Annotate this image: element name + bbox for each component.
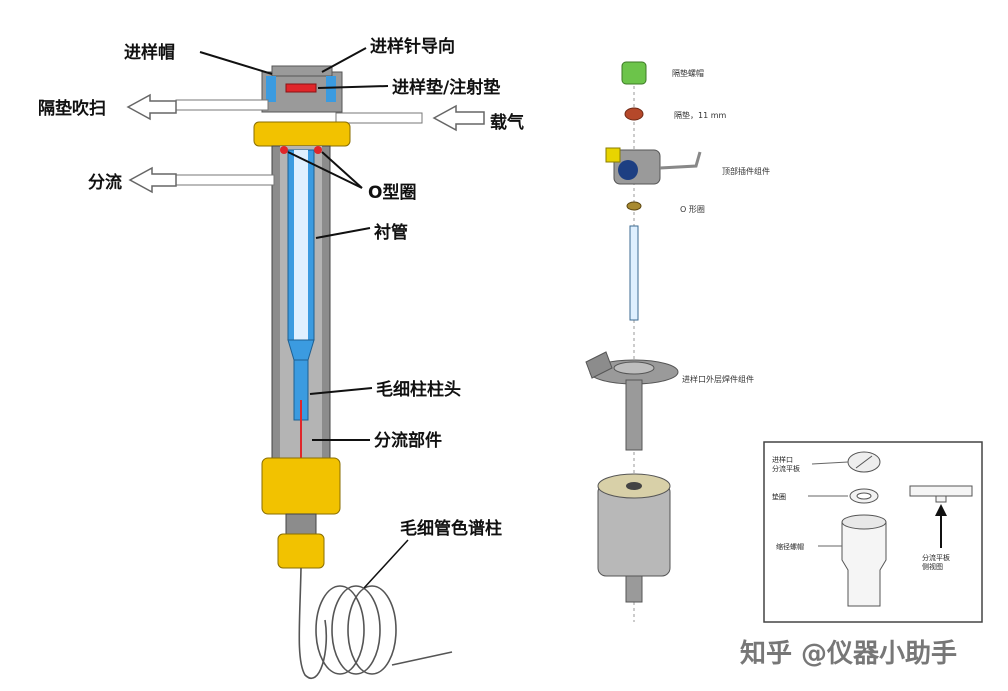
label-needle-guide: 进样针导向: [370, 36, 455, 57]
o-ring-left: [280, 146, 288, 154]
label-capillary-column: 毛细管色谱柱: [400, 518, 502, 539]
leader-column: [363, 539, 409, 589]
label-septum-11mm: 隔垫，11 mm: [674, 110, 727, 120]
weldment-stem: [625, 379, 643, 451]
leader-split-plate: [811, 461, 849, 465]
split-pipe: [175, 174, 275, 186]
label-septum-nut: 隔垫螺帽: [672, 68, 704, 78]
label-o-ring-part: O 形圈: [680, 205, 705, 214]
split-plate-side: [909, 485, 973, 497]
arrow-up-icon: [935, 504, 947, 516]
cap-blue-left: [266, 76, 276, 102]
label-weldment: 进样口外层焊件组件: [682, 374, 754, 384]
label-split: 分流: [88, 172, 122, 193]
leader-cap: [199, 51, 273, 75]
label-washer: 垫圈: [772, 492, 786, 501]
septum-nut-part: [621, 61, 647, 85]
label-split-plate-side: 分流平板侧视图: [922, 553, 950, 571]
reducing-nut-part: [841, 521, 887, 607]
label-inlet-split-plate: 进样口分流平板: [772, 455, 800, 473]
liner-inner: [294, 150, 308, 340]
leader-guide: [321, 47, 367, 73]
label-split-part: 分流部件: [374, 430, 442, 451]
label-line: 进样口: [772, 455, 793, 464]
yellow-nut-middle: [261, 457, 341, 515]
coil-2: [331, 585, 381, 675]
split-plate-side-stub: [935, 495, 947, 503]
label-line: 分流平板: [922, 553, 950, 562]
carrier-pipe: [335, 112, 423, 124]
label-line: 侧视图: [922, 562, 943, 571]
top-insert-blue: [618, 160, 638, 180]
septum-part: [624, 107, 644, 121]
label-column-head: 毛细柱柱头: [376, 379, 461, 400]
septum-cap-top: [271, 65, 333, 77]
yellow-nut-bottom: [277, 533, 325, 569]
septum-red: [285, 83, 317, 93]
carrier-arrow-icon: [432, 104, 485, 132]
column-exit: [391, 651, 453, 666]
purge-pipe: [175, 99, 269, 111]
reducing-nut-top: [841, 514, 887, 530]
split-plate-mark: [855, 455, 873, 469]
label-carrier-gas: 载气: [490, 112, 524, 133]
cap-blue-right: [326, 76, 336, 102]
washer-hole: [856, 492, 872, 500]
label-septum: 进样垫/注射垫: [392, 77, 500, 98]
label-line: 分流平板: [772, 464, 800, 473]
heater-stem: [625, 575, 643, 603]
inlet-cross-section: 进样帽 进样针导向 进样垫/注射垫 隔垫吹扫 载气 分流 O型圈 衬管 毛细柱柱…: [38, 36, 524, 679]
lower-stem: [285, 513, 317, 537]
top-insert-yellow: [605, 147, 621, 163]
weldment-top: [613, 361, 655, 375]
purge-arrow-icon: [126, 93, 177, 121]
label-septum-purge: 隔垫吹扫: [38, 98, 106, 119]
watermark: 知乎 @仪器小助手: [740, 639, 957, 669]
split-arrow-icon: [128, 166, 177, 194]
column-lead: [298, 567, 328, 679]
yellow-nut-top: [253, 121, 351, 147]
top-insert-tube: [659, 151, 702, 170]
exploded-view: 隔垫螺帽 隔垫，11 mm 顶部插件组件 O 形圈 进样口外层焊件组件: [585, 61, 770, 622]
coil-3: [347, 585, 397, 675]
o-ring-part: [626, 201, 642, 211]
leader-column-head: [309, 387, 373, 395]
label-top-insert: 顶部插件组件: [722, 166, 770, 176]
o-ring-right: [314, 146, 322, 154]
leader-oring-2: [287, 151, 363, 189]
coil-1: [315, 585, 365, 675]
label-o-ring: O型圈: [368, 182, 416, 203]
leader-oring-1: [321, 151, 363, 189]
heater-hole: [626, 482, 642, 490]
leader-liner: [315, 227, 371, 239]
label-liner: 衬管: [374, 222, 408, 243]
label-reducing-nut: 缩径螺帽: [776, 542, 804, 551]
leader-septum: [317, 85, 389, 89]
weldment-arm: [585, 351, 613, 379]
label-septum-cap: 进样帽: [124, 42, 175, 63]
liner-part: [629, 225, 639, 321]
inset-box: 进样口分流平板 垫圈 缩径螺帽 分流平板侧视图: [763, 441, 983, 623]
